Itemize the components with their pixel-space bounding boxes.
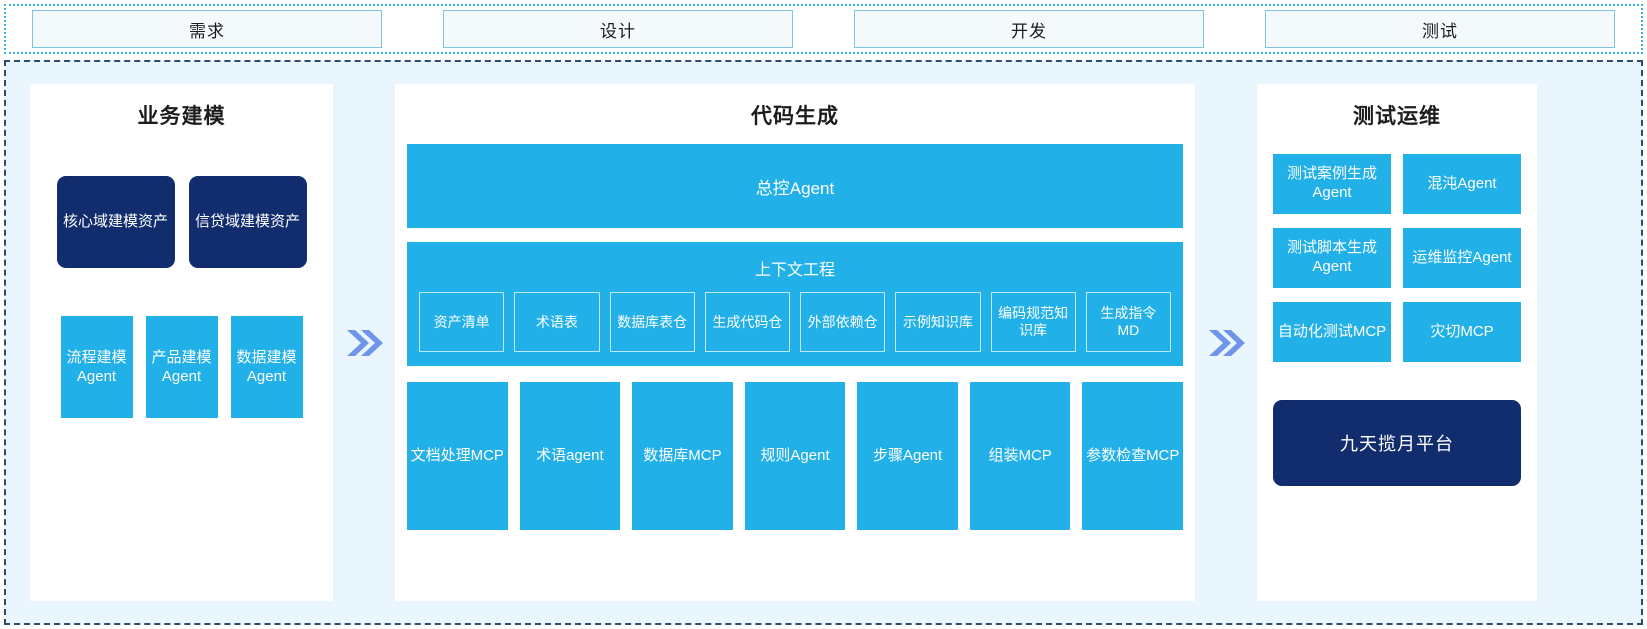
tool-card-label: 数据库MCP	[643, 446, 722, 464]
tool-card-label: 规则Agent	[760, 446, 830, 464]
tool-card-rule-agent[interactable]: 规则Agent	[744, 382, 846, 530]
phase-strip: 需求 设计 开发 测试	[4, 4, 1643, 54]
panel-title: 测试运维	[1353, 105, 1441, 128]
context-item-row: 资产清单 术语表 数据库表仓 生成代码仓 外部依赖仓 示例知识库 编码规范知识库…	[419, 292, 1171, 352]
platform-card-label: 九天揽月平台	[1340, 434, 1454, 454]
card-label: 测试脚本生成Agent	[1286, 239, 1377, 275]
agent-card-data-modeling[interactable]: 数据建模Agent	[230, 316, 303, 418]
tool-card-step-agent[interactable]: 步骤Agent	[857, 382, 958, 530]
context-engineering-band: 上下文工程 资产清单 术语表 数据库表仓 生成代码仓 外部依赖仓 示例知识库 编…	[407, 242, 1183, 366]
agent-card-process-modeling[interactable]: 流程建模Agent	[60, 316, 133, 418]
phase-label: 测试	[1422, 21, 1458, 41]
asset-card-label: 核心域建模资产	[62, 212, 168, 230]
phase-box-development[interactable]: 开发	[854, 10, 1204, 48]
agent-card-label: 流程建模Agent	[66, 348, 127, 386]
panel-code-generation: 代码生成 总控Agent 上下文工程 资产清单 术语表 数据库表仓 生成代码仓 …	[395, 84, 1195, 601]
context-item-external-dependency-repo[interactable]: 外部依赖仓	[800, 292, 886, 352]
context-item-label: 数据库表仓	[617, 313, 688, 330]
context-item-generation-instruction-md[interactable]: 生成指令MD	[1085, 292, 1171, 352]
card-label: 自动化测试MCP	[1277, 322, 1387, 340]
context-engineering-title: 上下文工程	[754, 262, 835, 279]
card-label: 运维监控Agent	[1412, 248, 1512, 266]
context-item-generated-code-repo[interactable]: 生成代码仓	[704, 292, 790, 352]
context-item-label: 生成指令MD	[1100, 305, 1157, 338]
agent-card-product-modeling[interactable]: 产品建模Agent	[145, 316, 218, 418]
phase-label: 设计	[600, 21, 636, 41]
tool-card-parameter-check-mcp[interactable]: 参数检查MCP	[1082, 382, 1184, 530]
card-automated-test-mcp[interactable]: 自动化测试MCP	[1273, 302, 1391, 362]
panel-title: 代码生成	[751, 105, 839, 128]
platform-card-jiutian-lanyue[interactable]: 九天揽月平台	[1273, 400, 1521, 486]
context-item-label: 外部依赖仓	[807, 313, 878, 330]
phase-label: 开发	[1011, 21, 1047, 41]
phase-box-design[interactable]: 设计	[443, 10, 793, 48]
tool-card-label: 术语agent	[536, 446, 604, 464]
tool-card-label: 文档处理MCP	[410, 446, 504, 464]
phase-label: 需求	[189, 21, 225, 41]
card-chaos-agent[interactable]: 混沌Agent	[1403, 154, 1521, 214]
double-chevron-right-icon	[333, 84, 395, 601]
business-asset-group: 核心域建模资产 信贷域建模资产	[56, 176, 307, 268]
context-item-label: 编码规范知识库	[998, 305, 1069, 338]
tool-card-label: 组装MCP	[988, 446, 1052, 464]
tool-card-assembly-mcp[interactable]: 组装MCP	[969, 382, 1071, 530]
agent-card-label: 产品建模Agent	[151, 348, 212, 386]
phase-box-requirements[interactable]: 需求	[32, 10, 382, 48]
card-label: 混沌Agent	[1427, 174, 1497, 192]
context-item-label: 术语表	[535, 313, 578, 330]
business-agent-group: 流程建模Agent 产品建模Agent 数据建模Agent	[60, 316, 303, 418]
tool-card-label: 参数检查MCP	[1086, 446, 1180, 464]
context-item-coding-standard-kb[interactable]: 编码规范知识库	[990, 292, 1076, 352]
tool-card-label: 步骤Agent	[872, 446, 943, 464]
card-ops-monitoring-agent[interactable]: 运维监控Agent	[1403, 228, 1521, 288]
context-item-label: 资产清单	[433, 313, 490, 330]
card-disaster-switch-mcp[interactable]: 灾切MCP	[1403, 302, 1521, 362]
asset-card-core-domain[interactable]: 核心域建模资产	[56, 176, 175, 268]
card-label: 灾切MCP	[1430, 322, 1494, 340]
agent-card-label: 数据建模Agent	[236, 348, 297, 386]
tool-card-row: 文档处理MCP 术语agent 数据库MCP 规则Agent 步骤Agent 组…	[406, 382, 1184, 530]
context-item-db-table-repo[interactable]: 数据库表仓	[609, 292, 695, 352]
panel-title: 业务建模	[137, 105, 226, 128]
tool-card-glossary-agent[interactable]: 术语agent	[519, 382, 621, 530]
context-item-glossary[interactable]: 术语表	[514, 292, 600, 352]
card-label: 测试案例生成Agent	[1286, 165, 1377, 201]
double-chevron-right-icon	[1195, 84, 1257, 601]
context-item-asset-inventory[interactable]: 资产清单	[419, 292, 505, 352]
context-item-label: 示例知识库	[902, 313, 973, 330]
tool-card-document-processing-mcp[interactable]: 文档处理MCP	[406, 382, 508, 530]
asset-card-label: 信贷域建模资产	[194, 212, 300, 230]
asset-card-credit-domain[interactable]: 信贷域建模资产	[188, 176, 307, 268]
card-test-case-generation-agent[interactable]: 测试案例生成Agent	[1273, 154, 1391, 214]
panel-business-modeling: 业务建模 核心域建模资产 信贷域建模资产 流程建模Agent 产品建模Agent…	[30, 84, 333, 601]
test-ops-card-grid: 测试案例生成Agent 混沌Agent 测试脚本生成Agent 运维监控Agen…	[1273, 154, 1521, 362]
card-test-script-generation-agent[interactable]: 测试脚本生成Agent	[1273, 228, 1391, 288]
panel-test-operations: 测试运维 测试案例生成Agent 混沌Agent 测试脚本生成Agent 运维监…	[1257, 84, 1537, 601]
master-agent-band[interactable]: 总控Agent	[407, 144, 1183, 228]
master-agent-label: 总控Agent	[755, 178, 835, 198]
phase-box-testing[interactable]: 测试	[1265, 10, 1615, 48]
context-item-example-knowledge-base[interactable]: 示例知识库	[895, 292, 981, 352]
architecture-body: 业务建模 核心域建模资产 信贷域建模资产 流程建模Agent 产品建模Agent…	[4, 60, 1643, 625]
context-item-label: 生成代码仓	[712, 313, 783, 330]
tool-card-database-mcp[interactable]: 数据库MCP	[632, 382, 733, 530]
